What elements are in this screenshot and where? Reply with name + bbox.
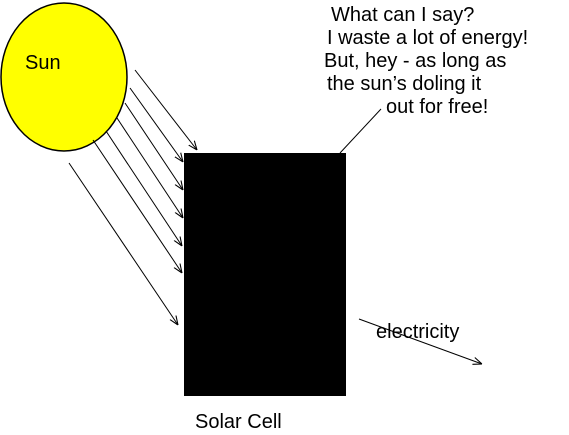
sunlight-ray [134,69,197,150]
solar-cell-label: Solar Cell [195,411,282,433]
sunlight-ray [68,162,178,325]
sun-shape [0,2,128,152]
speech-text-line: the sun’s doling it [327,73,482,95]
speech-text-line: But, hey - as long as [324,50,507,72]
speech-text-line: What can I say? [331,4,475,26]
sunlight-ray [124,102,183,190]
speech-pointer-line [339,108,382,154]
sunlight-rays [68,69,197,325]
solar-cell-shape [184,153,346,396]
speech-text-line: I waste a lot of energy! [327,27,529,49]
speech-text-line: out for free! [386,96,489,118]
sunlight-ray [129,87,183,162]
sunlight-ray [92,139,182,273]
electricity-label: electricity [376,321,460,343]
sun-label: Sun [25,52,61,74]
sunlight-ray [116,117,183,218]
electricity-arrow [358,318,482,364]
sunlight-ray [105,130,182,246]
